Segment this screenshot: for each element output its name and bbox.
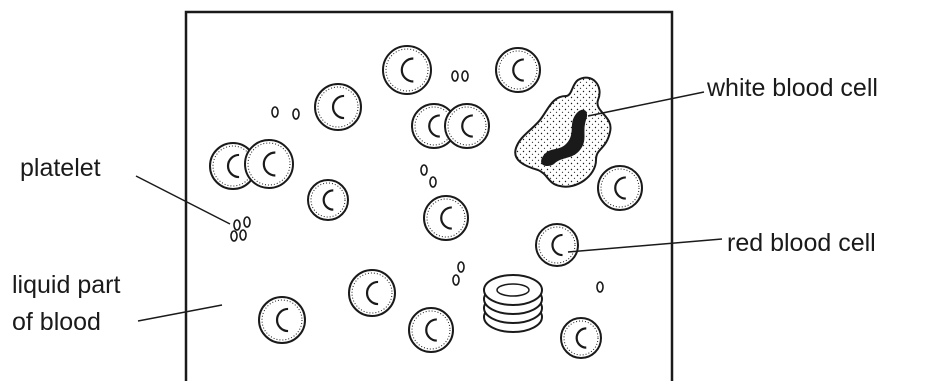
red-blood-cell bbox=[383, 46, 431, 94]
platelet bbox=[452, 71, 458, 81]
platelet bbox=[234, 220, 240, 230]
platelet bbox=[421, 165, 427, 175]
platelet bbox=[597, 282, 603, 292]
platelet bbox=[293, 109, 299, 119]
red-blood-cell bbox=[561, 318, 601, 358]
label-liquid-line2: of blood bbox=[12, 308, 101, 336]
red-blood-cell bbox=[409, 308, 453, 352]
red-blood-cell bbox=[536, 224, 578, 266]
red-blood-cell bbox=[496, 48, 540, 92]
red-blood-cell bbox=[445, 104, 489, 148]
platelet bbox=[462, 71, 468, 81]
platelet bbox=[453, 275, 459, 285]
leader-line-red-blood-cell bbox=[568, 239, 722, 252]
red-blood-cell bbox=[424, 196, 468, 240]
red-blood-cell bbox=[598, 166, 642, 210]
stacked-red-blood-cells bbox=[484, 275, 542, 332]
platelet bbox=[272, 107, 278, 117]
platelet bbox=[244, 217, 250, 227]
platelet bbox=[458, 262, 464, 272]
leader-line-liquid bbox=[138, 305, 222, 321]
label-red-blood-cell: red blood cell bbox=[727, 229, 876, 257]
red-blood-cell bbox=[259, 297, 305, 343]
label-platelet: platelet bbox=[20, 154, 101, 182]
red-blood-cell bbox=[349, 270, 395, 316]
platelet bbox=[231, 231, 237, 241]
red-blood-cell bbox=[315, 84, 361, 130]
leader-line-platelet bbox=[136, 176, 230, 224]
red-blood-cell bbox=[308, 180, 348, 220]
red-blood-cell bbox=[245, 140, 293, 188]
platelet bbox=[430, 177, 436, 187]
label-white-blood-cell: white blood cell bbox=[706, 74, 878, 102]
platelet bbox=[240, 230, 246, 240]
leader-line-white-blood-cell bbox=[588, 92, 704, 116]
label-liquid-line1: liquid part bbox=[12, 271, 120, 299]
white-blood-cell bbox=[515, 78, 610, 187]
white-blood-cell-membrane bbox=[515, 78, 610, 187]
